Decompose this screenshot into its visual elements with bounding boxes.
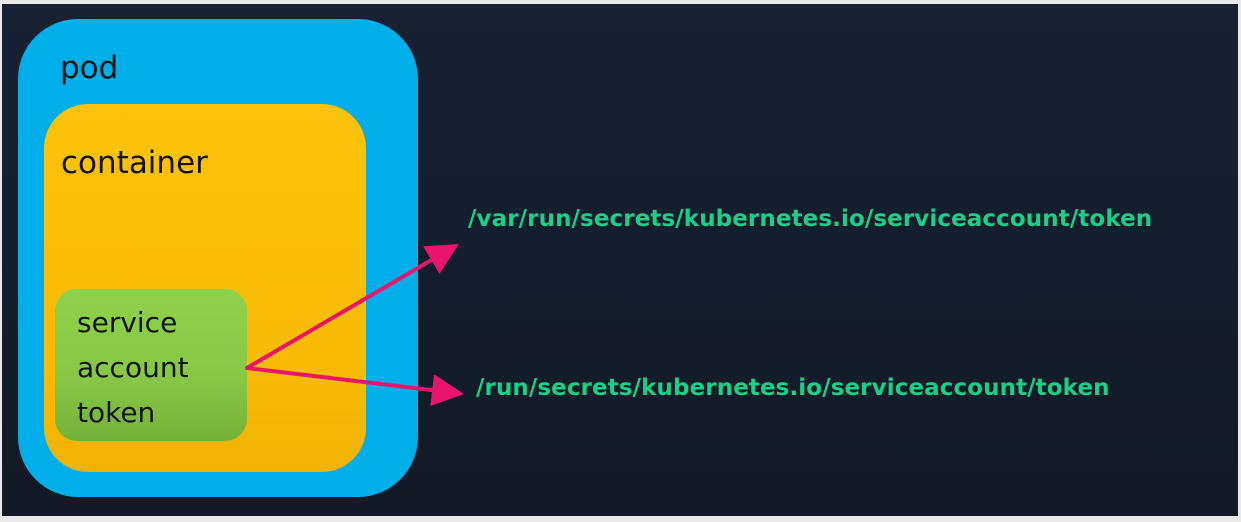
var-run-secrets-path: /var/run/secrets/kubernetes.io/serviceac… <box>468 206 1153 232</box>
run-secrets-path: /run/secrets/kubernetes.io/serviceaccoun… <box>476 375 1110 401</box>
token-label: service account token <box>77 300 189 435</box>
container-label: container <box>61 145 208 181</box>
pod-label: pod <box>60 50 119 86</box>
token-label-line: account <box>77 351 189 384</box>
service-account-token-box <box>55 289 247 441</box>
token-label-line: token <box>77 396 156 429</box>
token-label-line: service <box>77 306 178 339</box>
